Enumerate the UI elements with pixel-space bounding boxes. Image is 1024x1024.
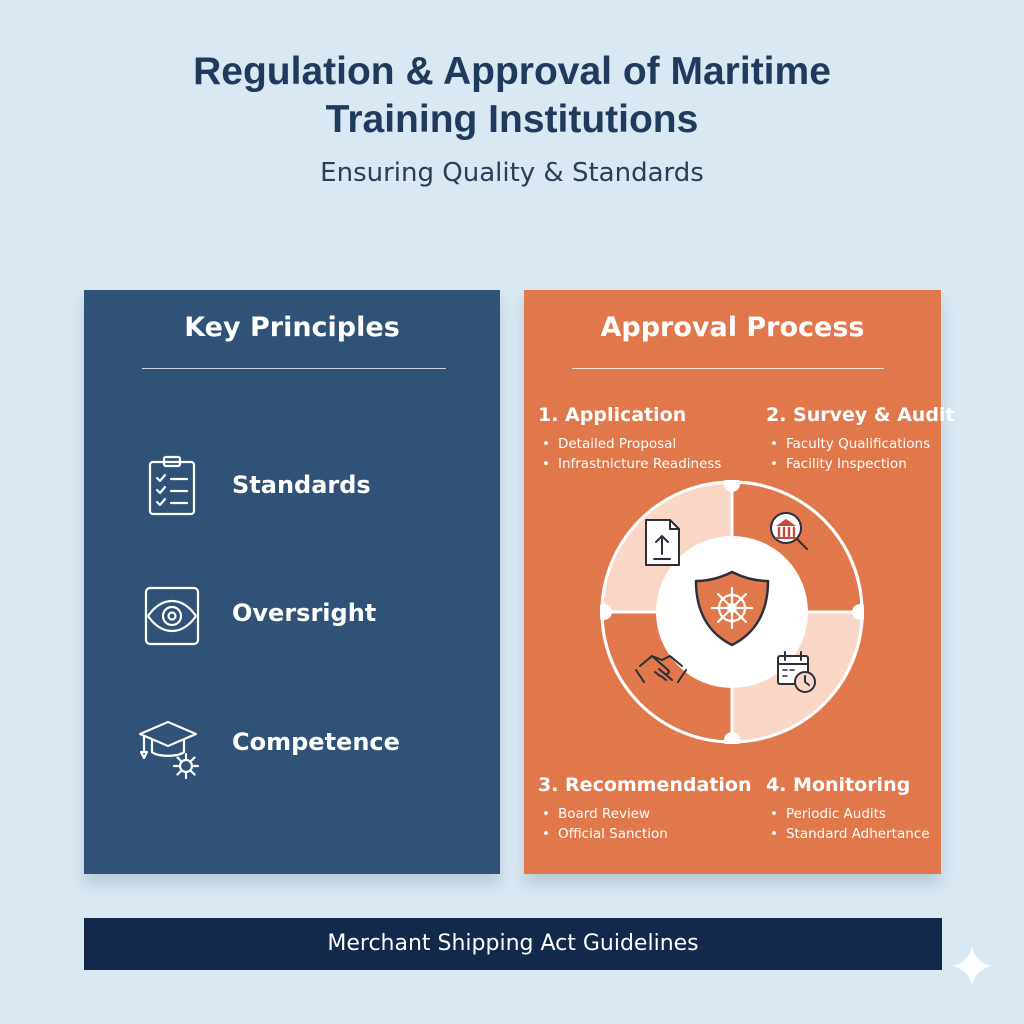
key-principles-title: Key Principles [184, 312, 400, 343]
step-recommendation-bullet-2: Official Sanction [542, 824, 752, 844]
approval-process-divider [572, 368, 884, 369]
step-survey-audit-bullet-2: Facility Inspection [770, 454, 955, 474]
magnifier-building-icon [770, 512, 808, 550]
document-upload-icon [645, 519, 680, 566]
step-application-title: 1. Application [538, 404, 687, 426]
page-title: Regulation & Approval of Maritime Traini… [0, 48, 1024, 144]
step-monitoring-title: 4. Monitoring [766, 774, 911, 796]
step-application: 1. Application Detailed Proposal Infrast… [538, 404, 721, 474]
clipboard-checklist-icon [148, 455, 196, 516]
key-principles-divider [142, 368, 446, 369]
graduation-cap-gear-icon [138, 720, 200, 780]
calendar-clock-icon [777, 651, 816, 693]
footer-banner: Merchant Shipping Act Guidelines [84, 918, 942, 970]
approval-process-wheel [600, 480, 864, 744]
step-monitoring: 4. Monitoring Periodic Audits Standard A… [766, 774, 930, 844]
step-application-bullet-2: Infrastnicture Readiness [542, 454, 721, 474]
key-principles-panel: Key Principles Standards Oversright Comp… [84, 290, 500, 874]
sparkle-icon [952, 946, 992, 986]
step-survey-audit-bullet-1: Faculty Qualifications [770, 434, 955, 454]
step-survey-audit: 2. Survey & Audit Faculty Qualifications… [766, 404, 955, 474]
principle-oversright-label: Oversright [232, 599, 377, 627]
step-recommendation-title: 3. Recommendation [538, 774, 752, 796]
title-line-2: Training Institutions [325, 98, 699, 141]
step-recommendation-bullet-1: Board Review [542, 804, 752, 824]
principle-standards-label: Standards [232, 471, 371, 499]
step-monitoring-bullet-1: Periodic Audits [770, 804, 930, 824]
step-survey-audit-title: 2. Survey & Audit [766, 404, 955, 426]
step-application-bullet-1: Detailed Proposal [542, 434, 721, 454]
eye-icon [144, 586, 200, 646]
handshake-icon [635, 655, 687, 683]
principle-competence-label: Competence [232, 728, 400, 756]
title-line-1: Regulation & Approval of Maritime [193, 50, 831, 93]
approval-process-title: Approval Process [600, 312, 865, 343]
step-recommendation: 3. Recommendation Board Review Official … [538, 774, 752, 844]
step-monitoring-bullet-2: Standard Adhertance [770, 824, 930, 844]
shield-ship-wheel-icon [694, 570, 770, 647]
page-subtitle: Ensuring Quality & Standards [320, 158, 704, 188]
approval-process-panel: Approval Process 1. Application Detailed… [524, 290, 955, 874]
